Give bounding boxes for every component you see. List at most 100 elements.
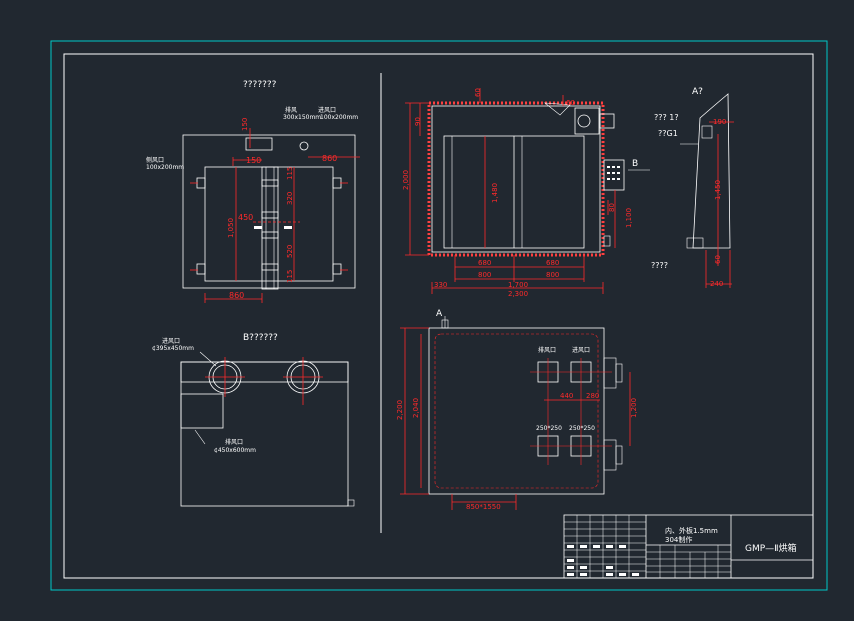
plan-motor: [603, 357, 617, 389]
plan-centerlines: [530, 358, 612, 465]
top-view-handles: [254, 226, 292, 229]
dim-text: 440: [560, 392, 573, 400]
b-view-outline: [180, 361, 349, 507]
dim-text: 90: [414, 117, 422, 126]
plan-port-label: 排风口: [538, 346, 556, 354]
b-view-label: 进风口: [162, 337, 180, 345]
side-fitting: [701, 125, 713, 139]
dim-text: 1,050: [227, 218, 235, 238]
dim-text: 800: [546, 271, 559, 279]
dim-text: 60: [474, 88, 482, 97]
b-view: B?????? 进风口 ¢395x450mm 排风口 ¢450x600mm: [152, 333, 355, 507]
plan-dimensions: [400, 327, 631, 510]
plan-motor: [603, 439, 617, 471]
dim-text: 800: [478, 271, 491, 279]
plan-ports: [537, 361, 592, 457]
fan-motor: [574, 107, 600, 135]
b-view-label: 排风口: [225, 438, 243, 446]
drawing-title: GMP—Ⅱ烘箱: [745, 542, 797, 554]
inlet-port: [299, 141, 309, 151]
dim-text: 240: [710, 280, 723, 288]
insulation-wall: [427, 101, 605, 257]
dim-text: 680: [546, 259, 559, 267]
dim-text: 80: [608, 203, 616, 212]
exhaust-size-label: 300x150mm: [283, 114, 321, 121]
top-view: ???????: [146, 80, 360, 303]
dim-text: 150: [246, 156, 261, 165]
inlet-label: 进风口: [318, 106, 336, 114]
title-block: 内、外板1.5mm 304制作 GMP—Ⅱ烘箱: [563, 514, 814, 579]
top-view-title: ???????: [243, 80, 277, 90]
dim-text: 280: [586, 392, 599, 400]
plan-port-size: 250*250: [569, 425, 595, 432]
side-fitting: [686, 237, 704, 249]
side-profile: [692, 93, 731, 249]
outer-frame: [50, 40, 828, 591]
plan-port-size: 250*250: [536, 425, 562, 432]
control-panel-buttons: [607, 166, 620, 180]
plan-motor-cap: [615, 445, 623, 465]
dim-text: 2,200: [396, 400, 404, 420]
b-view-top-band: [180, 361, 349, 383]
dim-text: 115: [286, 270, 294, 283]
plan-view: A 排风口 进风口 250*250 250*250 440: [396, 309, 638, 511]
a-arrow-label: A: [436, 309, 443, 319]
dim-text: 2,000: [402, 170, 410, 190]
leader: [199, 351, 217, 367]
control-panel: [603, 159, 625, 191]
top-view-outline: [182, 134, 356, 289]
plan-outline: [428, 327, 605, 495]
dim-text: 860: [322, 154, 337, 163]
dim-text: 450: [238, 213, 253, 222]
air-duct: [544, 102, 571, 116]
exhaust-port: [245, 137, 273, 151]
fan-icon: [577, 114, 591, 128]
title-block-note: 304制作: [665, 535, 692, 544]
front-view-dimensions: [405, 88, 616, 294]
dim-text: 2,040: [412, 398, 420, 418]
title-block-note: 内、外板1.5mm: [665, 526, 718, 535]
dim-text: 1,700: [508, 281, 528, 289]
dim-text: 330: [434, 281, 447, 289]
top-view-door-strip: [261, 166, 279, 290]
dim-text: 680: [478, 259, 491, 267]
hinges: [196, 177, 342, 275]
plan-port-label: 进风口: [572, 346, 590, 354]
b-view-duct: [180, 393, 224, 429]
exhaust-label: 排风: [285, 106, 297, 114]
side-label: ????: [651, 261, 668, 270]
title-block-marks: [567, 545, 639, 576]
side-view-dimensions: [705, 121, 734, 288]
plan-motor-cap: [615, 363, 623, 383]
motor-housing: [599, 113, 615, 129]
side-view-a: A? ??? 1? ??G1 ???? 190 1,450 60 240: [651, 87, 734, 288]
dim-text: 60: [714, 255, 722, 264]
dim-text: 2,300: [508, 290, 528, 298]
b-view-size-label: ¢450x600mm: [214, 447, 256, 454]
b-view-size-label: ¢395x450mm: [152, 345, 194, 352]
leader: [194, 429, 206, 445]
b-arrow-label: B: [632, 159, 638, 169]
top-view-dimensions: [190, 128, 360, 303]
dim-text: 150: [241, 118, 249, 131]
front-view-body: [431, 105, 601, 253]
title-block-grid: [564, 515, 731, 578]
plan-inner: [434, 333, 599, 489]
side-port-size-label: 100x200mm: [146, 164, 184, 171]
a-view-title: A?: [692, 87, 703, 97]
dim-text: 190: [713, 118, 726, 126]
dim-text: 1,200: [630, 398, 638, 418]
door-latch: [603, 235, 611, 247]
side-port-label: 侧风口: [146, 156, 164, 164]
dim-text: 320: [286, 192, 294, 205]
dim-text: 850*1550: [466, 503, 501, 511]
dim-text: 1,480: [491, 183, 499, 203]
side-label: ??G1: [658, 129, 678, 138]
inner-frame: [63, 53, 814, 579]
dim-text: 1,450: [714, 180, 722, 200]
dim-text: 115: [286, 167, 294, 180]
side-label: ??? 1?: [654, 113, 679, 122]
dim-text: 520: [286, 245, 294, 258]
b-view-title: B??????: [243, 333, 278, 343]
